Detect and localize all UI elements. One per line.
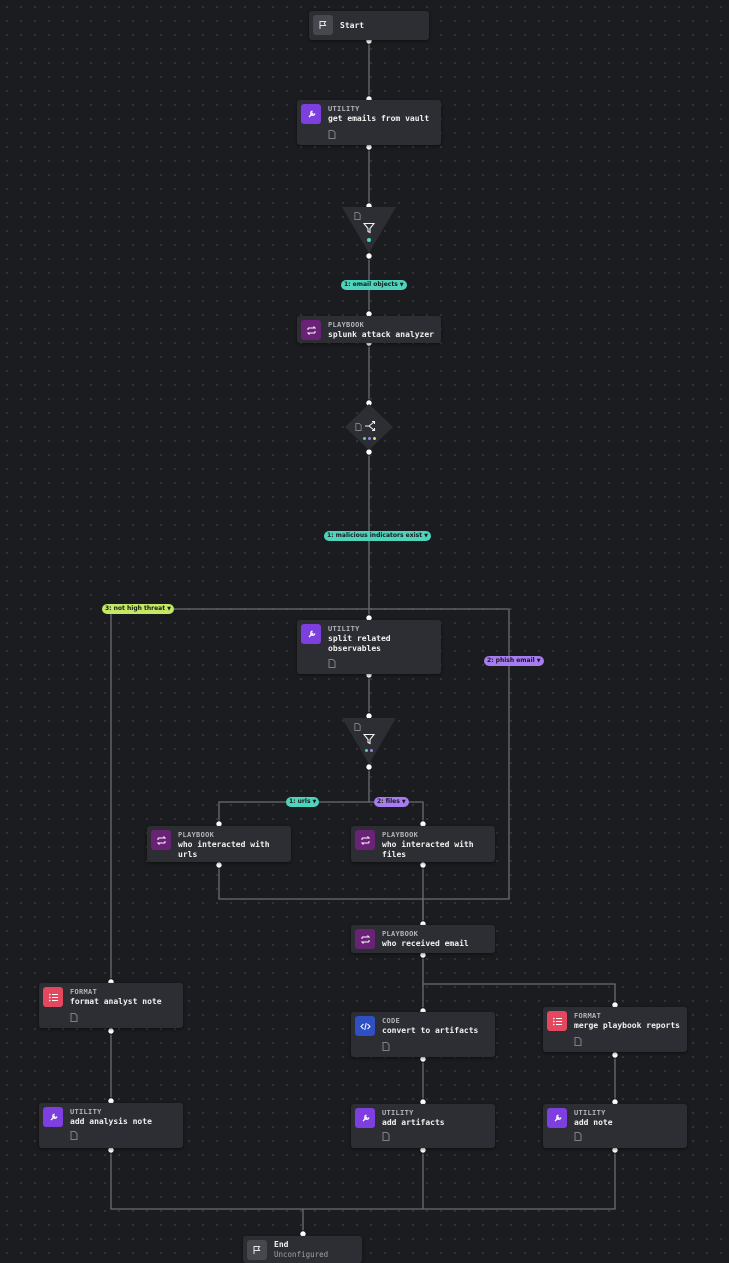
get-emails-from-vault-node[interactable]: UTILITY get emails from vault — [297, 100, 441, 145]
add-note-node[interactable]: UTILITY add note — [543, 1104, 687, 1148]
node-type-label: PLAYBOOK — [178, 831, 215, 839]
branch-label-not-high-threat[interactable]: 3: not high threat▼ — [102, 604, 174, 614]
filter-node[interactable] — [340, 717, 398, 765]
node-type-label: UTILITY — [382, 1109, 414, 1117]
who-interacted-with-urls-node[interactable]: PLAYBOOK who interacted with urls — [147, 826, 291, 862]
list-icon — [43, 987, 63, 1007]
branch-label-text: 1: email objects — [344, 281, 398, 288]
end-node[interactable]: End Unconfigured — [243, 1236, 362, 1263]
format-analyst-note-node[interactable]: FORMAT format analyst note — [39, 983, 183, 1028]
node-title: who interacted with urls — [178, 840, 270, 859]
wrench-icon — [43, 1107, 63, 1127]
decision-node[interactable] — [344, 403, 394, 451]
node-title: who interacted with files — [382, 840, 474, 859]
branch-label-text: 3: not high threat — [105, 605, 166, 612]
node-type-label: UTILITY — [574, 1109, 606, 1117]
filter-node[interactable] — [340, 206, 398, 254]
node-type-label: PLAYBOOK — [328, 321, 365, 329]
node-title: who received email — [382, 939, 469, 948]
add-analysis-note-node[interactable]: UTILITY add analysis note — [39, 1103, 183, 1148]
node-title: merge playbook reports — [574, 1021, 680, 1030]
document-icon — [328, 130, 336, 139]
merge-playbook-reports-node[interactable]: FORMAT merge playbook reports — [543, 1007, 687, 1052]
node-title: split related observables — [328, 634, 391, 653]
splunk-attack-analyzer-node[interactable]: PLAYBOOK splunk attack analyzer — [297, 316, 441, 343]
node-type-label: UTILITY — [328, 105, 360, 113]
document-icon — [382, 1132, 390, 1141]
node-type-label: UTILITY — [328, 625, 360, 633]
who-received-email-node[interactable]: PLAYBOOK who received email — [351, 925, 495, 953]
branch-label-text: 2: phish email — [487, 657, 535, 664]
wrench-icon — [355, 1108, 375, 1128]
branch-label-email-objects[interactable]: 1: email objects▼ — [341, 280, 407, 290]
who-interacted-with-files-node[interactable]: PLAYBOOK who interacted with files — [351, 826, 495, 862]
document-icon — [328, 659, 336, 668]
playbook-icon — [355, 830, 375, 850]
branch-label-urls[interactable]: 1: urls▼ — [286, 797, 320, 807]
end-node-title: End — [274, 1240, 289, 1249]
node-title: get emails from vault — [328, 114, 430, 123]
convert-to-artifacts-node[interactable]: CODE convert to artifacts — [351, 1012, 495, 1057]
playbook-icon — [151, 830, 171, 850]
node-type-label: UTILITY — [70, 1108, 102, 1116]
node-type-label: PLAYBOOK — [382, 831, 419, 839]
document-icon — [70, 1131, 78, 1140]
wrench-icon — [301, 104, 321, 124]
branch-label-text: 1: urls — [289, 798, 311, 805]
document-icon — [382, 1042, 390, 1051]
node-title: format analyst note — [70, 997, 162, 1006]
branch-label-phish-email[interactable]: 2: phish email▼ — [484, 656, 544, 666]
node-title: splunk attack analyzer — [328, 330, 434, 339]
flag-icon — [247, 1240, 267, 1260]
playbook-icon — [355, 929, 375, 949]
flag-icon — [313, 15, 333, 35]
code-icon — [355, 1016, 375, 1036]
end-node-subtitle: Unconfigured — [274, 1250, 329, 1259]
node-type-label: PLAYBOOK — [382, 930, 419, 938]
node-type-label: FORMAT — [574, 1012, 602, 1020]
node-type-label: FORMAT — [70, 988, 98, 996]
node-title: convert to artifacts — [382, 1026, 479, 1035]
filter-icon — [363, 222, 375, 234]
branch-label-text: 1: malicious indicators exist — [327, 532, 423, 539]
branch-label-files[interactable]: 2: files▼ — [374, 797, 409, 807]
split-arrows-icon — [365, 420, 376, 432]
add-artifacts-node[interactable]: UTILITY add artifacts — [351, 1104, 495, 1148]
list-icon — [547, 1011, 567, 1031]
document-icon — [354, 723, 361, 731]
document-icon — [574, 1132, 582, 1141]
node-title: add analysis note — [70, 1117, 152, 1126]
branch-label-text: 2: files — [377, 798, 400, 805]
start-node[interactable]: Start — [309, 11, 429, 40]
document-icon — [354, 212, 361, 220]
node-title: add artifacts — [382, 1118, 445, 1127]
start-node-title: Start — [340, 21, 365, 30]
split-related-observables-node[interactable]: UTILITY split related observables — [297, 620, 441, 674]
playbook-icon — [301, 320, 321, 340]
wrench-icon — [547, 1108, 567, 1128]
node-type-label: CODE — [382, 1017, 401, 1025]
node-title: add note — [574, 1118, 613, 1127]
wrench-icon — [301, 624, 321, 644]
document-icon — [574, 1037, 582, 1046]
branch-label-malicious-indicators[interactable]: 1: malicious indicators exist▼ — [324, 531, 431, 541]
filter-icon — [363, 733, 375, 745]
document-icon — [70, 1013, 78, 1022]
document-icon — [355, 423, 362, 431]
